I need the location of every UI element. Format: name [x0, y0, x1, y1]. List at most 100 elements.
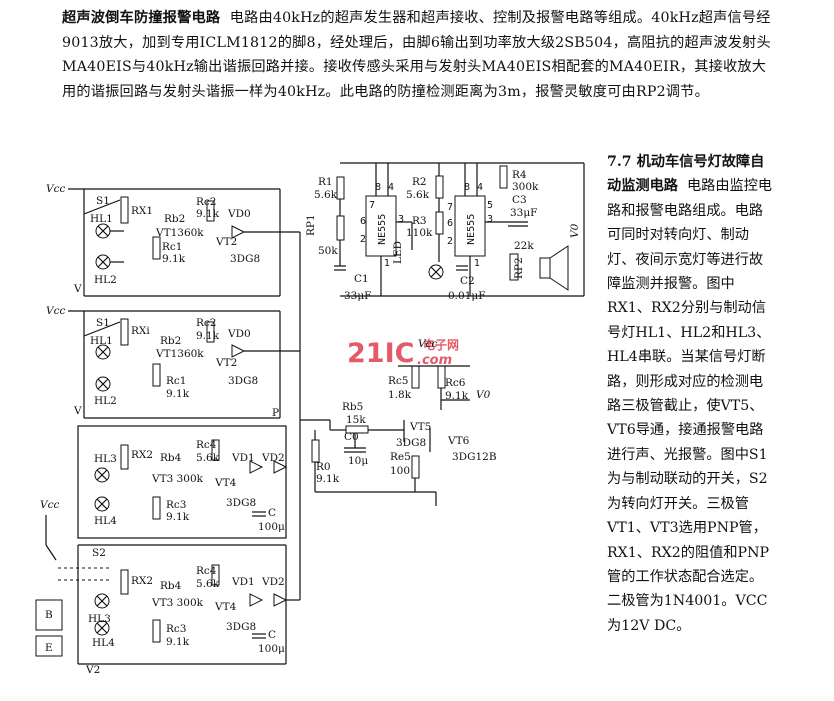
article-top: 超声波倒车防撞报警电路 电路由40kHz的超声发生器和超声接收、控制及报警电路等… — [62, 6, 774, 104]
article-right-heading: 7.7 机动车信号灯故障自动监测电路 — [607, 154, 765, 195]
vt2-label: VT2 — [215, 236, 237, 248]
hl2-label-2: HL2 — [94, 395, 117, 407]
s2-label: S2 — [92, 547, 106, 559]
vt3-label: VT3 300k — [151, 473, 204, 485]
v-label-1: V — [73, 283, 82, 295]
c-value-2: 100μ — [258, 643, 285, 655]
rx2-label: RX2 — [131, 449, 153, 461]
rc1-label-2: Rc1 — [166, 375, 186, 387]
alarm-driver: Vcc Rc5 1.8k Rc6 9.1k V0 Rb5 15k VT5 3DG… — [311, 338, 497, 506]
hl1-label-2: HL1 — [90, 335, 113, 347]
led-label: LED — [392, 241, 404, 264]
watermark-url: .com — [417, 353, 452, 368]
pin4-2: 4 — [477, 182, 483, 193]
vcc-label-3: Vcc — [40, 499, 59, 511]
rx1-label: RX1 — [131, 205, 153, 217]
rc2-label: Rc2 — [196, 196, 216, 208]
pin2-1: 2 — [360, 234, 366, 245]
rp1-label: RP1 — [305, 214, 317, 236]
vd2-label: VD2 — [261, 452, 285, 464]
article-right-body: 电路由监控电路和报警电路组成。电路可同时对转向灯、制动灯、夜间示宽灯等进行故障监… — [607, 178, 773, 610]
e-label: E — [45, 642, 53, 654]
vt4-label: VT4 — [214, 477, 237, 489]
rb2-label: Rb2 — [164, 213, 185, 225]
speaker-icon — [539, 257, 551, 279]
rc1-value: 9.1k — [162, 253, 186, 265]
vt1-label-2: VT1360k — [155, 348, 204, 360]
vt5-label: VT5 — [409, 421, 431, 433]
pin7-2: 7 — [447, 202, 453, 213]
ne555-label-2: NE555 — [466, 214, 477, 245]
alarm-oscillator: R1 5.6k RP1 50k C1 33μF NE555 7 8 4 6 2 … — [305, 162, 585, 302]
rc2-label-2: Rc2 — [196, 317, 216, 329]
rp2-value: 22k — [514, 240, 534, 252]
rc1-label: Rc1 — [162, 241, 182, 253]
r3-label: R3 — [412, 215, 427, 227]
c3-label: C3 — [512, 194, 527, 206]
rc3-value: 9.1k — [166, 511, 190, 523]
s1-label: S1 — [96, 195, 110, 207]
vt3-label-2: VT3 300k — [151, 597, 204, 609]
c-label-2: C — [268, 629, 276, 641]
pin5-2: 5 — [487, 200, 493, 211]
rxi-label: RXi — [131, 325, 150, 337]
pin7-1: 7 — [369, 200, 375, 211]
rc1-value-2: 9.1k — [166, 388, 190, 400]
rc2-value: 9.1k — [196, 208, 220, 220]
r4-label: R4 — [512, 169, 527, 181]
watermark-sub: 电子网 — [423, 337, 459, 352]
v0-output-label: V0 — [476, 389, 491, 401]
article-top-body: 电路由40kHz的超声发生器和超声接收、控制及报警电路等组成。40kHz超声信号… — [62, 10, 771, 100]
v-label-2: V — [73, 405, 82, 417]
rc5-value: 1.8k — [388, 389, 412, 401]
hl1-label: HL1 — [90, 213, 113, 225]
c2-label: C2 — [460, 275, 475, 287]
pin3-2: 3 — [487, 214, 493, 225]
vt6-label: VT6 — [447, 435, 470, 447]
lamp-hl1b — [95, 344, 111, 360]
c2-value: 0.01μF — [448, 290, 486, 302]
rc3-label-2: Rc3 — [166, 623, 186, 635]
rb2-label-2: Rb2 — [160, 335, 181, 347]
rp2-label: RP2 — [513, 257, 525, 279]
vd1-label-2: VD1 — [231, 576, 255, 588]
watermark-logo: 21IC — [347, 338, 414, 369]
pin1-2: 1 — [474, 258, 480, 269]
pin6-1: 6 — [360, 216, 366, 227]
vcc-label: Vcc — [46, 183, 65, 195]
rb4-label: Rb4 — [160, 452, 182, 464]
dg8-label-1: 3DG8 — [230, 253, 260, 265]
r2-value: 5.6k — [406, 189, 430, 201]
s1-label-2: S1 — [96, 317, 110, 329]
dg8-label-5: 3DG8 — [396, 437, 426, 449]
ne555-label-1: NE555 — [377, 214, 388, 245]
pin3-1: 3 — [398, 214, 404, 225]
pin4-1: 4 — [388, 182, 394, 193]
rc6-value: 9.1k — [445, 390, 469, 402]
v0-label: V0 — [569, 223, 581, 238]
pin6-2: 6 — [447, 218, 453, 229]
hl4-label: HL4 — [94, 515, 117, 527]
rc5-label: Rc5 — [388, 375, 408, 387]
r0-label: R0 — [316, 461, 331, 473]
article-top-heading: 超声波倒车防撞报警电路 — [62, 10, 221, 26]
rb5-value: 15k — [346, 414, 366, 426]
rc3-label: Rc3 — [166, 499, 186, 511]
rc3-value-2: 9.1k — [166, 636, 190, 648]
pin2-2: 2 — [447, 236, 453, 247]
dg8-label-2: 3DG8 — [228, 375, 258, 387]
c1-label: C1 — [354, 273, 369, 285]
b-label: B — [45, 609, 53, 621]
c0-value: 10μ — [348, 455, 368, 467]
hl3-label: HL3 — [94, 453, 117, 465]
r4-value: 300k — [512, 181, 539, 193]
watermark: 21IC 电子网 .com — [347, 337, 459, 369]
pin1-1: 1 — [384, 258, 390, 269]
dg12b-label: 3DG12B — [452, 451, 497, 463]
hl2-label: HL2 — [94, 274, 117, 286]
dg8-label-3: 3DG8 — [226, 497, 256, 509]
vd0-label-2: VD0 — [227, 328, 251, 340]
indicator-lamp — [428, 264, 444, 280]
v2-label: V2 — [85, 664, 100, 676]
